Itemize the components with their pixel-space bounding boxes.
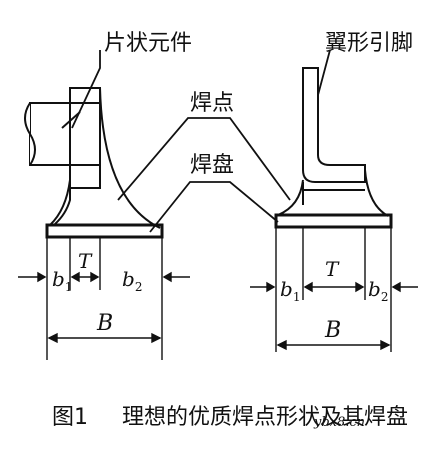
dim-left-b1: b1	[52, 267, 72, 294]
watermark: ybx8.cn	[313, 415, 365, 430]
caption-text: 理想的优质焊点形状及其焊盘	[122, 405, 408, 430]
gullwing-lead	[302, 67, 366, 183]
chip-cut-edge	[24, 102, 36, 166]
chip-terminal	[69, 87, 101, 189]
label-chip-component: 片状元件	[104, 31, 192, 56]
label-solder-pad: 焊盘	[190, 153, 234, 178]
label-leaders	[71, 49, 331, 233]
right-solder-fillet-left	[277, 179, 304, 216]
dim-left-b2: b2	[122, 267, 142, 294]
label-solder-joint: 焊点	[190, 91, 234, 116]
dim-right-b1: b1	[280, 277, 300, 304]
right-solder-fillet-right	[364, 169, 389, 217]
left-solder-pad	[45, 223, 164, 239]
right-dimensions	[250, 227, 418, 352]
caption-figure-number: 图1	[52, 405, 88, 430]
label-gull-wing-lead: 翼形引脚	[325, 31, 413, 56]
right-solder-pad	[274, 213, 393, 229]
dim-left-T: T	[78, 249, 93, 273]
dim-right-B: B	[324, 318, 341, 343]
left-dimensions	[18, 237, 190, 360]
dim-right-b2: b2	[368, 277, 388, 304]
dim-right-T: T	[325, 257, 340, 281]
dim-left-B: B	[96, 311, 113, 336]
left-solder-fillet-inner	[99, 87, 161, 229]
left-chip-assembly	[24, 87, 164, 239]
right-gullwing-assembly	[274, 67, 393, 229]
